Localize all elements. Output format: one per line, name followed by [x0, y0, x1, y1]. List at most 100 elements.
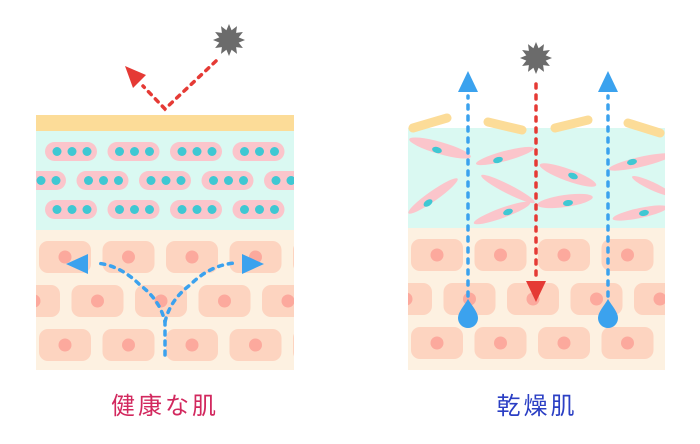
fiber-dot	[271, 176, 281, 185]
cell-nucleus	[345, 295, 358, 308]
skin-cell	[262, 285, 294, 317]
fiber-dot	[161, 176, 171, 185]
cell-nucleus	[621, 248, 634, 262]
cell-nucleus	[430, 248, 444, 262]
fiber-dot	[432, 146, 442, 154]
cell-nucleus	[185, 250, 199, 264]
fiber-dot	[146, 176, 156, 185]
dry-skin-caption: 乾燥肌	[496, 392, 578, 420]
healthy-skin-panel	[22, 115, 379, 370]
fiber-dot	[302, 176, 311, 185]
sun-icon	[213, 24, 245, 56]
fiber-dot	[145, 205, 154, 214]
cell-nucleus	[122, 338, 135, 352]
arrow-icon	[66, 254, 88, 274]
collagen-fiber	[36, 171, 66, 190]
fiber-dot	[115, 205, 124, 214]
sebum-flake	[550, 115, 593, 133]
cell-nucleus	[557, 336, 571, 350]
fiber-dot	[82, 205, 92, 214]
fiber-dot	[67, 147, 77, 156]
cell-nucleus	[36, 294, 41, 308]
cell-nucleus	[154, 294, 168, 308]
dry-skin-panel	[408, 128, 700, 370]
arrow-icon	[526, 281, 546, 302]
fiber-dot	[52, 205, 62, 214]
fiber-dot	[207, 147, 217, 156]
fiber-dot	[177, 147, 187, 156]
skin-cell	[293, 333, 294, 357]
fiber-dot	[563, 199, 573, 207]
fiber-dot	[349, 176, 358, 185]
arrow-icon	[598, 71, 618, 92]
collagen-fiber-broken	[408, 178, 458, 214]
collagen-fiber-broken	[539, 163, 597, 187]
fiber-dot	[318, 205, 327, 214]
cell-nucleus	[249, 338, 262, 352]
cell-nucleus	[91, 294, 104, 308]
uv-reflect-path	[141, 59, 218, 112]
fiber-dot	[639, 209, 649, 217]
skin-cell	[293, 245, 294, 269]
fiber-dot	[334, 176, 343, 185]
fiber-dot	[255, 147, 264, 156]
cell-nucleus	[408, 292, 413, 306]
fiber-dot	[240, 205, 249, 214]
fiber-dot	[82, 147, 92, 156]
fiber-dot	[209, 176, 218, 185]
fiber-dot	[270, 147, 279, 156]
cell-nucleus	[653, 292, 665, 306]
cell-nucleus	[685, 249, 698, 262]
cell-nucleus	[430, 336, 444, 350]
fiber-dot	[503, 208, 513, 216]
fiber-dot	[568, 172, 578, 180]
fiber-dot	[303, 205, 312, 214]
fiber-dot	[240, 147, 249, 156]
cell-nucleus	[122, 250, 135, 264]
moisture-path-right	[163, 261, 237, 324]
skin-cell	[634, 283, 665, 315]
collagen-fiber-broken	[473, 201, 531, 225]
skin-cell	[665, 239, 700, 271]
fiber-dot	[130, 147, 139, 156]
cell-nucleus	[494, 336, 507, 350]
moisture-path-left	[94, 261, 167, 357]
arrow-icon	[242, 254, 264, 274]
sun-icon	[520, 42, 552, 74]
cell-nucleus	[185, 338, 199, 352]
fiber-dot	[99, 176, 108, 185]
fiber-dot	[627, 158, 637, 166]
fiber-dot	[52, 147, 62, 156]
collagen-fiber	[327, 171, 379, 190]
cell-nucleus	[685, 337, 698, 350]
collagen-fiber	[295, 142, 347, 161]
fiber-dot	[192, 147, 202, 156]
fiber-dot	[67, 205, 77, 214]
fiber-dot	[318, 147, 327, 156]
sebum-flake	[623, 118, 665, 138]
cell-nucleus	[313, 251, 326, 264]
fiber-dot	[176, 176, 186, 185]
fiber-dot	[286, 176, 294, 185]
fiber-dot	[130, 205, 139, 214]
fiber-dot	[333, 147, 342, 156]
skin-cell	[408, 283, 432, 315]
skin-cell	[326, 285, 378, 317]
arrow-icon	[125, 66, 146, 88]
water-drop-icon	[458, 299, 478, 328]
collagen-fiber-broken	[608, 153, 665, 171]
sebum-flake	[408, 113, 452, 133]
fiber-dot	[270, 205, 279, 214]
fiber-dot	[255, 205, 264, 214]
fiber-dot	[423, 199, 433, 207]
sebum-layer	[36, 115, 294, 131]
fiber-dot	[364, 176, 373, 185]
fiber-dot	[177, 205, 187, 214]
cell-nucleus	[58, 250, 72, 264]
cell-nucleus	[58, 338, 72, 352]
water-drop-icon	[598, 299, 618, 328]
fiber-dot	[333, 205, 342, 214]
arrow-icon	[458, 71, 478, 92]
fiber-dot	[145, 147, 154, 156]
fiber-dot	[22, 176, 31, 185]
